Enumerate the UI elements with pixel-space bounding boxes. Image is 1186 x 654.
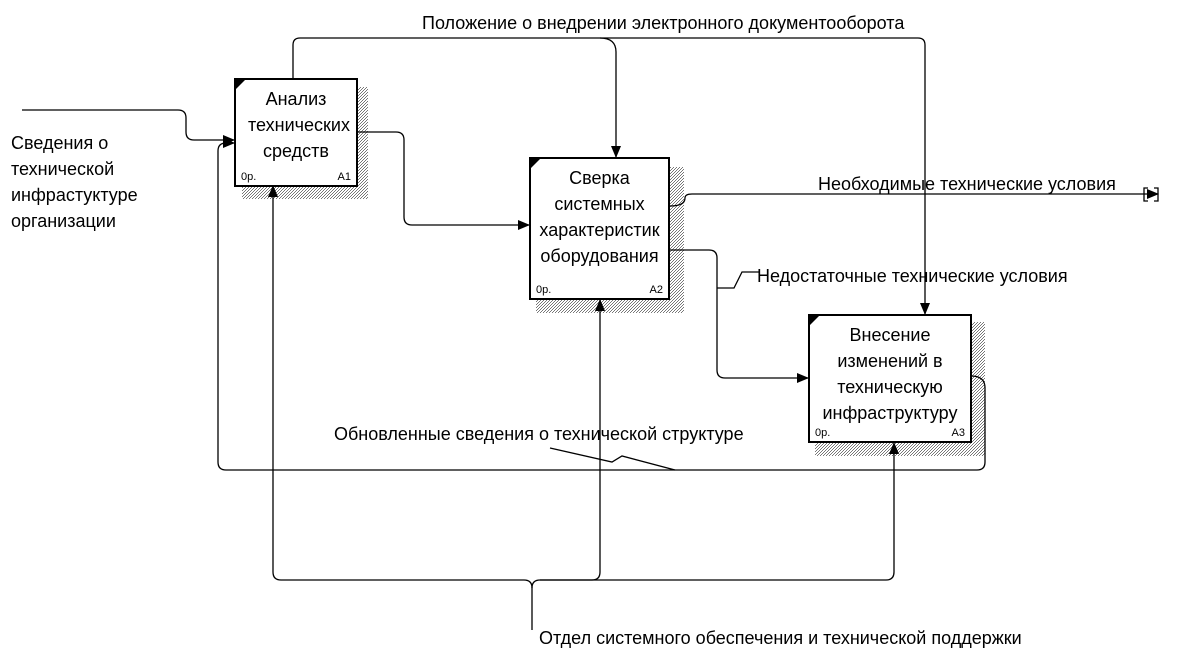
tunnel-marker bbox=[1143, 187, 1159, 202]
arrow-a1-to-a2[interactable] bbox=[357, 131, 530, 230]
arrow-control-a2[interactable] bbox=[599, 37, 621, 158]
label-control-top: Положение о внедрении электронного докум… bbox=[422, 13, 905, 33]
arrow-input-left[interactable] bbox=[22, 109, 235, 145]
activity-node-number: A3 bbox=[951, 427, 965, 439]
label-feedback: Обновленные сведения о технической струк… bbox=[334, 424, 744, 444]
label-output-right: Необходимые технические условия bbox=[818, 174, 1116, 194]
label-input-left: Сведения о технической инфрастуктуре орг… bbox=[11, 133, 138, 231]
squiggle-feedback bbox=[549, 447, 676, 471]
arrow-mechanism-stem[interactable] bbox=[523, 579, 533, 630]
box-corner-mark bbox=[810, 316, 819, 325]
activity-box-a3[interactable]: Внесение изменений в техническую инфраст… bbox=[808, 314, 972, 443]
squiggle-a2-to-a3 bbox=[717, 271, 760, 289]
arrow-mechanism-a3[interactable] bbox=[540, 442, 899, 581]
activity-title: Анализ технических средств bbox=[248, 89, 350, 161]
activity-title: Сверка системных характеристик оборудова… bbox=[539, 168, 660, 266]
activity-box-a1[interactable]: Анализ технических средств 0р. A1 bbox=[234, 78, 358, 187]
activity-cost: 0р. bbox=[241, 171, 257, 183]
label-mechanism: Отдел системного обеспечения и техническ… bbox=[539, 628, 1022, 648]
activity-box-a2[interactable]: Сверка системных характеристик оборудова… bbox=[529, 157, 670, 300]
box-corner-mark bbox=[236, 80, 245, 89]
arrow-mechanism-a1[interactable] bbox=[268, 185, 524, 581]
activity-cost: 0р. bbox=[815, 427, 831, 439]
arrow-output-right[interactable] bbox=[669, 189, 1159, 207]
activity-node-number: A1 bbox=[337, 171, 351, 183]
arrow-control-main[interactable] bbox=[292, 37, 930, 315]
arrow-feedback[interactable] bbox=[217, 138, 986, 471]
label-a2-to-a3: Недостаточные технические условия bbox=[757, 266, 1068, 286]
activity-node-number: A2 bbox=[649, 284, 663, 296]
activity-cost: 0р. bbox=[536, 284, 552, 296]
arrow-a2-to-a3[interactable] bbox=[670, 249, 809, 383]
box-corner-mark bbox=[531, 159, 540, 168]
activity-title: Внесение изменений в техническую инфраст… bbox=[822, 325, 958, 423]
